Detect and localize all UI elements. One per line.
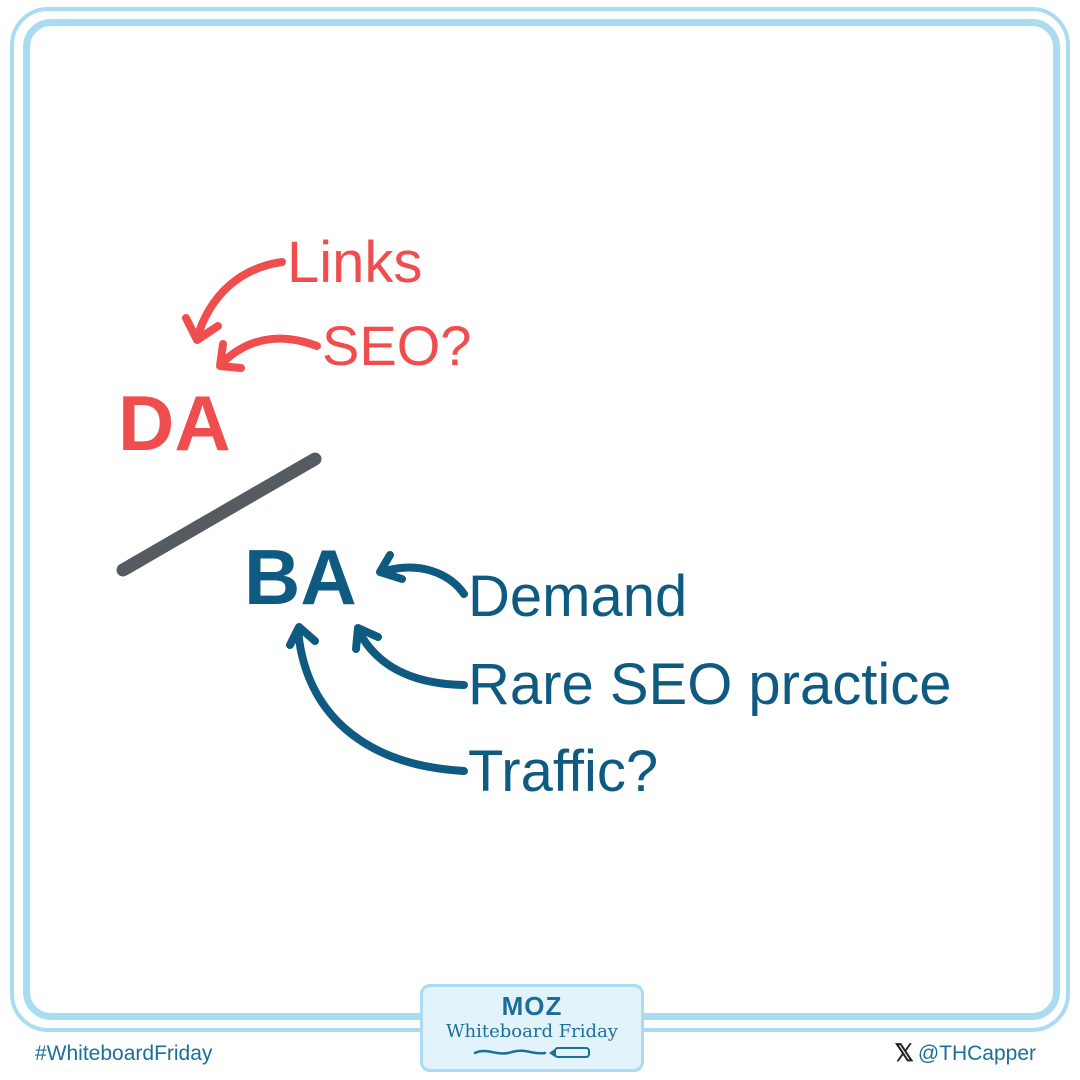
- social-handle: 𝕏 @THCapper: [894, 1042, 1036, 1066]
- label-links: Links: [287, 230, 423, 295]
- divider-slash: [116, 452, 322, 577]
- label-rare-seo-practice: Rare SEO practice: [468, 652, 952, 717]
- arrow-traffic-to-ba: [286, 623, 468, 775]
- handle-text: @THCapper: [917, 1042, 1036, 1065]
- whiteboard-friday-badge: MOZ Whiteboard Friday: [420, 984, 644, 1072]
- x-logo-icon: 𝕏: [894, 1040, 914, 1067]
- badge-title: Whiteboard Friday: [446, 1021, 618, 1042]
- hashtag: #WhiteboardFriday: [35, 1042, 213, 1065]
- label-seo: SEO?: [322, 314, 472, 377]
- arrow-links-to-da: [182, 258, 286, 344]
- moz-logo: MOZ: [501, 991, 563, 1021]
- label-da: DA: [118, 379, 231, 467]
- arrow-seo-to-da: [216, 334, 321, 372]
- marker-squiggle-icon: [473, 1047, 590, 1058]
- arrow-rare-seo-to-ba: [352, 624, 468, 689]
- label-demand: Demand: [468, 564, 688, 629]
- arrow-demand-to-ba: [376, 551, 468, 598]
- label-ba: BA: [244, 533, 357, 621]
- label-traffic: Traffic?: [468, 739, 659, 804]
